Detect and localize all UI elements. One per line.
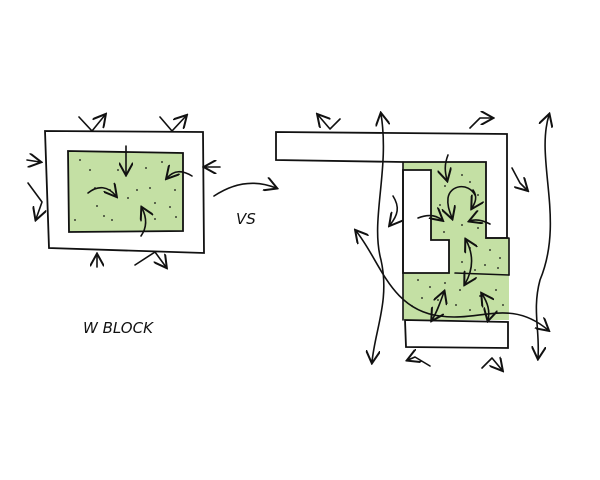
flow-arrows-right xyxy=(318,114,550,370)
perimeter-block: W BLOCK xyxy=(26,115,221,337)
left-title: W BLOCK xyxy=(83,319,154,337)
bottom-block xyxy=(404,319,509,349)
fragmented-block xyxy=(275,114,550,370)
transition-arrow xyxy=(213,183,276,197)
flow-arrows-left xyxy=(26,115,221,267)
l-shaped-block xyxy=(275,131,508,239)
inner-courtyard xyxy=(67,150,184,233)
versus-label: VS xyxy=(236,210,256,228)
